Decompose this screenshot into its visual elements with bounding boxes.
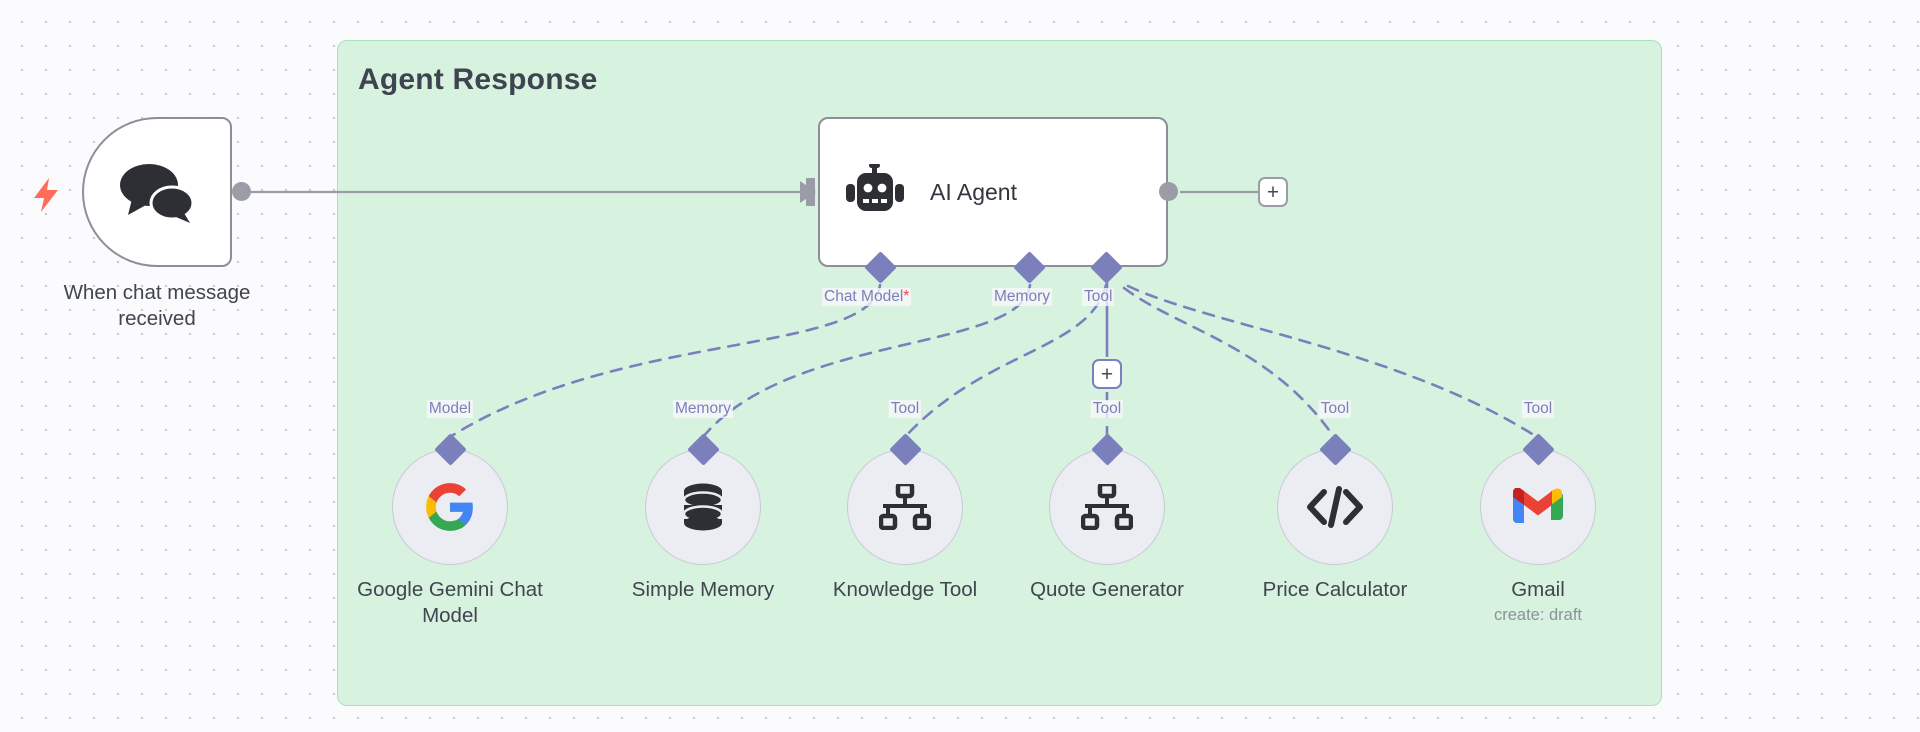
sub-node-port-label: Tool — [1090, 400, 1124, 418]
code-brackets-icon — [1307, 486, 1363, 528]
sub-node-port-label: Model — [426, 400, 474, 418]
database-icon — [682, 483, 724, 531]
sub-node-price-calculator[interactable]: Tool Price Calculator — [1260, 400, 1410, 603]
sub-node-name: Gmail — [1511, 578, 1565, 601]
sub-node-quote-generator[interactable]: Tool Quote Generator — [1030, 400, 1184, 603]
sub-node-circle[interactable]: Model — [392, 400, 508, 565]
chat-bubbles-icon — [120, 164, 195, 223]
sub-node-name: Quote Generator — [1030, 578, 1184, 601]
sub-node-circle[interactable]: Tool — [1480, 400, 1596, 565]
sub-node-port-label: Tool — [1521, 400, 1555, 418]
add-tool-button[interactable]: + — [1092, 359, 1122, 389]
sub-node-knowledge-tool[interactable]: Tool Knowledge Tool — [830, 400, 980, 603]
lightning-bolt-icon — [34, 178, 58, 212]
agent-output-port[interactable] — [1159, 182, 1178, 201]
robot-icon — [846, 164, 904, 211]
sub-node-circle[interactable]: Tool — [847, 400, 963, 565]
agent-input-port — [806, 178, 815, 206]
edge-tool-to-gmail — [1126, 284, 1539, 439]
sitemap-icon — [879, 484, 931, 530]
ai-agent-node[interactable]: AI Agent — [818, 117, 1168, 267]
sub-node-port-label: Tool — [1318, 400, 1352, 418]
google-g-icon — [426, 483, 473, 531]
add-node-button-output[interactable]: + — [1258, 177, 1288, 207]
trigger-node-label: When chat message received — [63, 281, 251, 331]
sub-node-name: Simple Memory — [631, 578, 775, 601]
group-title: Agent Response — [358, 63, 598, 96]
edge-chatmodel-to-gemini — [448, 283, 882, 439]
sub-node-name: Price Calculator — [1262, 578, 1408, 601]
sub-node-name: Google Gemini Chat Model — [357, 578, 543, 628]
sub-node-name: Knowledge Tool — [832, 578, 978, 601]
edge-tool-to-knowledge — [903, 283, 1108, 439]
edge-tool-to-price — [1122, 286, 1336, 439]
sub-node-circle[interactable]: Tool — [1277, 400, 1393, 565]
agent-port-tool-label: Tool — [1082, 288, 1115, 306]
sub-node-port-label: Memory — [673, 400, 733, 418]
gmail-icon — [1513, 488, 1563, 523]
trigger-output-port[interactable] — [232, 182, 251, 201]
sub-node-circle[interactable]: Memory — [645, 400, 761, 565]
sub-node-port-label: Tool — [888, 400, 922, 418]
sub-node-circle[interactable]: Tool — [1049, 400, 1165, 565]
agent-port-memory-label: Memory — [992, 288, 1052, 306]
sub-node-subtitle: create: draft — [1493, 606, 1583, 625]
agent-port-chat-model-label: Chat Model* — [822, 288, 912, 306]
sub-node-google-gemini[interactable]: Model Google Gemini Chat Model — [357, 400, 543, 629]
ai-agent-title: AI Agent — [930, 178, 1017, 205]
sub-node-simple-memory[interactable]: Memory Simple Memory — [628, 400, 778, 603]
edge-memory-to-simplememory — [701, 283, 1032, 439]
trigger-node-chat[interactable] — [82, 117, 232, 267]
sub-node-gmail[interactable]: Tool Gmail create: draft — [1463, 400, 1613, 625]
sitemap-icon — [1081, 484, 1133, 530]
